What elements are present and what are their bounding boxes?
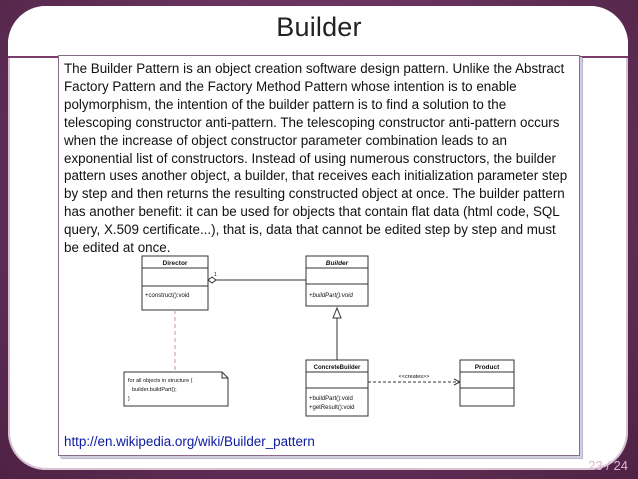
concrete-builder-method-2: +getResult():void [309, 405, 355, 411]
generalization-link [332, 306, 342, 360]
creates-link: <<creates>> [368, 374, 462, 386]
builder-class: Builder +buildPart():void [305, 255, 369, 307]
body-text: The Builder Pattern is an object creatio… [64, 61, 568, 256]
slide-title: Builder [276, 12, 362, 42]
builder-method: +buildPart():void [309, 293, 354, 299]
title-bar [8, 6, 628, 58]
concrete-builder-name: ConcreteBuilder [314, 365, 361, 371]
concrete-builder-method-1: +buildPart():void [309, 396, 353, 402]
builder-name: Builder [326, 260, 349, 267]
director-class: Director +construct():void [141, 255, 209, 311]
wikipedia-link[interactable]: http://en.wikipedia.org/wiki/Builder_pat… [64, 434, 315, 449]
multiplicity-label: 1 [214, 272, 217, 278]
note-line-1: for all objects in structure { [128, 378, 193, 384]
director-method: +construct():void [145, 293, 190, 299]
note-line-3: } [128, 396, 130, 402]
product-name: Product [475, 364, 500, 371]
director-name: Director [163, 260, 188, 267]
page-number: 23 / 24 [588, 458, 628, 473]
concrete-builder-class: ConcreteBuilder +buildPart():void +getRe… [305, 359, 369, 417]
uml-class-diagram: Director +construct():void 1 Builder +bu… [123, 255, 515, 417]
creates-label: <<creates>> [399, 374, 430, 380]
note-line-2: builder.buildPart(); [132, 387, 177, 393]
product-class: Product [459, 359, 515, 407]
code-note: for all objects in structure { builder.b… [123, 371, 229, 407]
aggregation-link: 1 [207, 272, 306, 284]
